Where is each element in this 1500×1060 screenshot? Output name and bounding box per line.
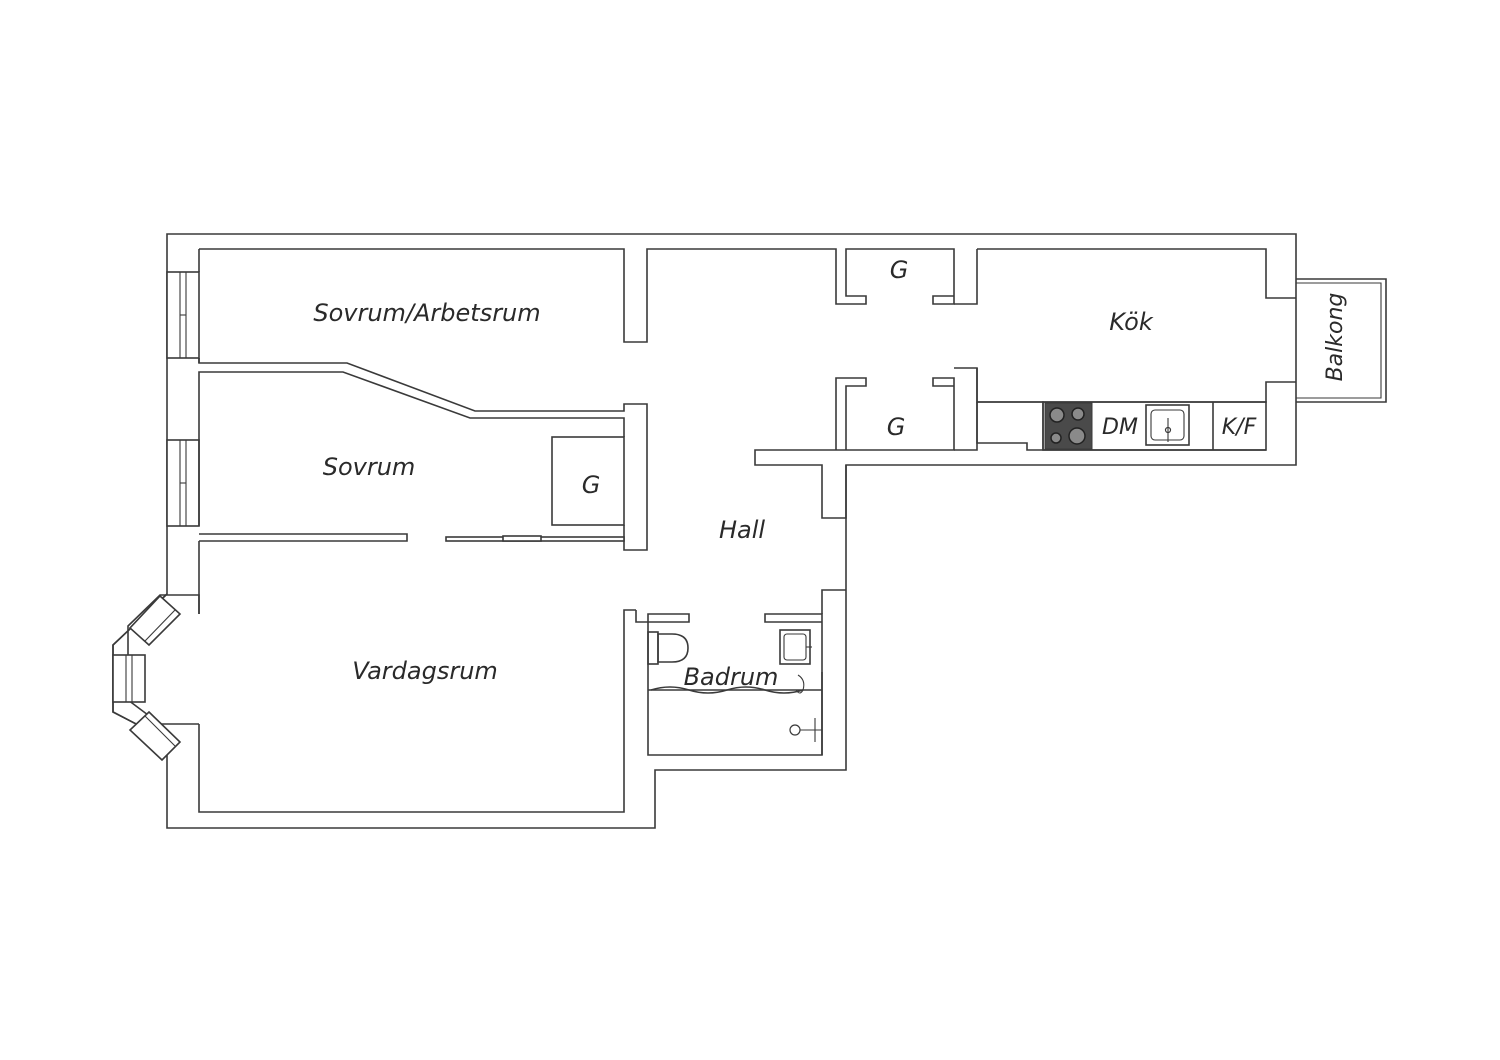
label-hall: Hall <box>719 516 765 544</box>
label-sovrum-arbetsrum: Sovrum/Arbetsrum <box>313 299 540 327</box>
label-garderob-top: G <box>890 256 909 284</box>
windows-left <box>166 271 200 527</box>
washbasin-icon <box>779 629 812 665</box>
label-diskmaskin: DM <box>1102 415 1138 440</box>
hall-walls <box>754 367 1044 614</box>
room-labels: Sovrum/Arbetsrum Sovrum Vardagsrum Hall … <box>313 256 1348 691</box>
living-room-walls <box>198 609 823 813</box>
label-garderob-sovrum: G <box>582 471 601 499</box>
bathroom-fixtures <box>647 629 823 755</box>
label-sovrum: Sovrum <box>323 453 416 481</box>
toilet-icon <box>647 631 689 665</box>
label-garderob-mid: G <box>887 413 906 441</box>
balcony <box>1296 278 1387 403</box>
kitchen <box>976 368 1296 451</box>
label-vardagsrum: Vardagsrum <box>352 657 498 685</box>
bedroom-walls <box>198 249 648 614</box>
shower-icon <box>789 718 822 742</box>
label-balkong: Balkong <box>1323 293 1348 382</box>
label-kok: Kök <box>1109 308 1154 336</box>
label-badrum: Badrum <box>684 663 779 691</box>
bay-window <box>112 593 200 762</box>
label-kyl-frys: K/F <box>1222 415 1257 440</box>
kitchen-sink-icon <box>1145 404 1190 446</box>
